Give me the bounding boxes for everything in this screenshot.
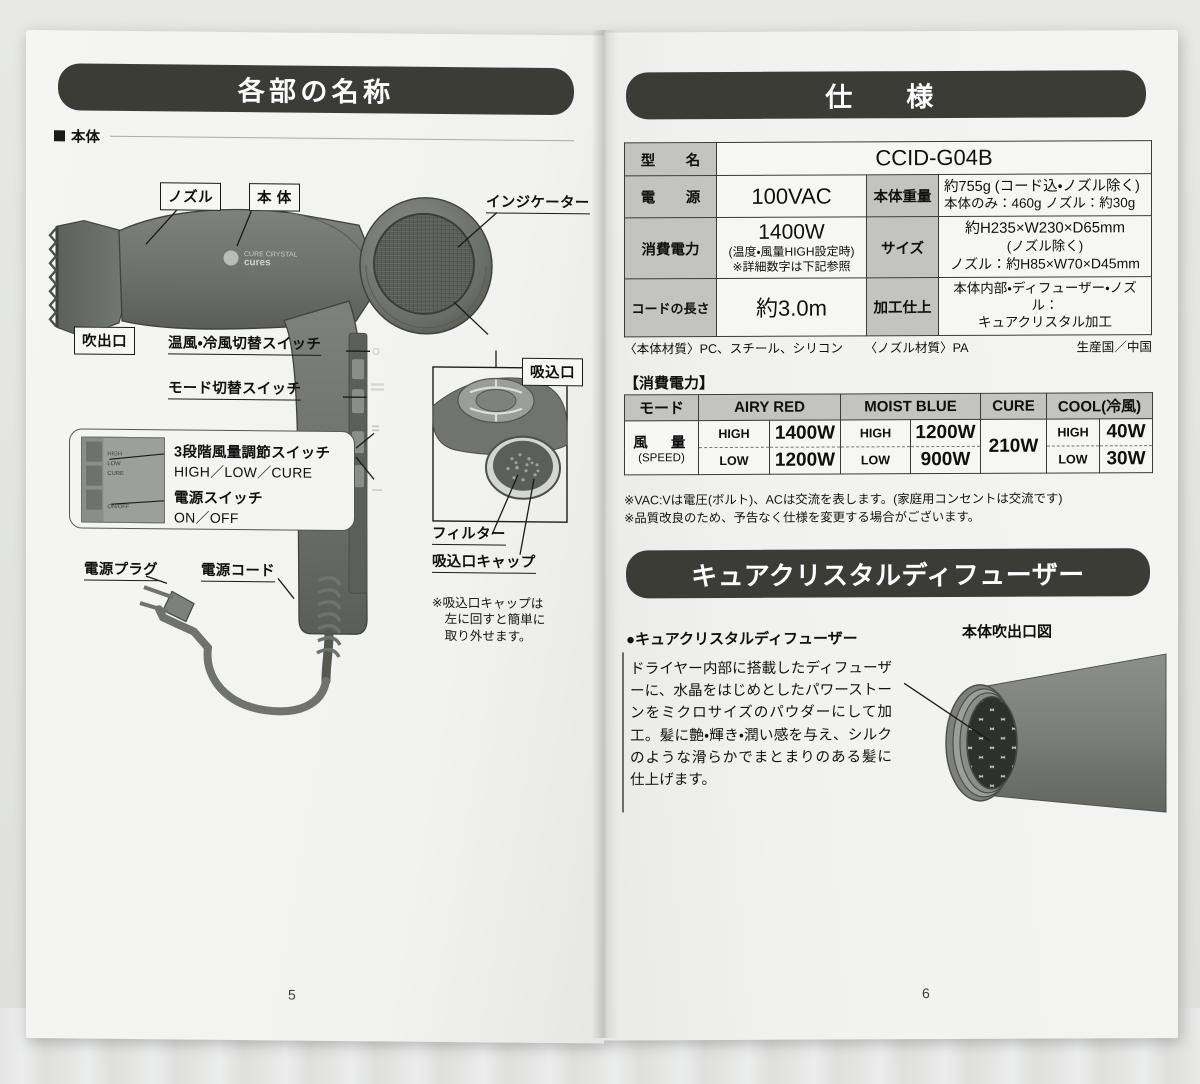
label-intake-cap: 吸込口キャップ	[432, 549, 536, 574]
svg-text:cures: cures	[244, 257, 271, 268]
spec-value-cord-length: 約3.0m	[716, 277, 867, 337]
label-indicator: インジケーター	[486, 190, 590, 215]
cool-low-value: 30W	[1099, 445, 1153, 473]
spec-label-consumption: 消費電力	[624, 217, 717, 279]
page-number-right: 6	[922, 985, 930, 1002]
booklet-spread: 各部の名称 本体	[26, 30, 1178, 1044]
svg-text:LOW: LOW	[107, 461, 121, 467]
hair-dryer-illustration: CURE CRYSTAL cures	[48, 196, 568, 716]
table-row: コードの長さ 約3.0m 加工仕上 本体内部・ディフューザー・ノズル： キュアク…	[624, 276, 1152, 337]
airy-red-low-value: 1200W	[769, 446, 841, 475]
cool-low-label: LOW	[1046, 445, 1100, 474]
spec-footnotes: ※VAC:Vは電圧(ボルト)、ACは交流を表します。(家庭用コンセントは交流です…	[624, 491, 1063, 526]
power-consumption-table: モード AIRY RED MOIST BLUE CURE COOL(冷風) 風 …	[624, 392, 1153, 475]
diffuser-side-rule	[622, 652, 624, 813]
cure-value: 210W	[980, 419, 1047, 474]
svg-text:CURE CRYSTAL: CURE CRYSTAL	[244, 251, 298, 259]
spec-value-finish: 本体内部・ディフューザー・ノズル： キュアクリスタル加工	[938, 276, 1152, 336]
spec-value-size: 約H235×W230×D65mm (ノズル除く) ノズル：約H85×W70×D4…	[938, 215, 1152, 278]
power-header-cool: COOL(冷風)	[1046, 392, 1153, 420]
page-right: 仕 様 型 名 CCID-G04B 電 源 100VAC 本体重量 約755g …	[604, 30, 1178, 1041]
switch-detail-box: HIGH LOW CURE ON/OFF	[69, 428, 355, 532]
power-header-mode: モード	[624, 394, 699, 421]
table-row: LOW 1200W LOW 900W LOW 30W	[625, 445, 1153, 475]
moist-blue-high-value: 1200W	[910, 419, 981, 447]
spec-banner-title: 仕 様	[825, 82, 947, 113]
spec-value-model: CCID-G04B	[716, 140, 1152, 176]
cool-high-label: HIGH	[1046, 418, 1100, 447]
label-mode-switch: モード切替スイッチ	[168, 376, 302, 401]
power-header-airy-red: AIRY RED	[698, 393, 841, 421]
power-header-moist-blue: MOIST BLUE	[840, 393, 981, 420]
spec-value-weight: 約755g (コード込・ノズル除く) 本体のみ：460g ノズル：約30g	[938, 173, 1152, 217]
label-speed-switch-options: HIGH／LOW／CURE	[174, 463, 313, 481]
page-number-left: 5	[288, 986, 296, 1003]
table-row: 型 名 CCID-G04B	[624, 140, 1152, 176]
power-header-cure: CURE	[980, 393, 1047, 420]
label-power-plug: 電源プラグ	[84, 557, 158, 582]
right-page-banner: 仕 様	[626, 70, 1146, 120]
moist-blue-low-value: 900W	[910, 446, 981, 474]
table-row: 消費電力 1400W (温度・風量HIGH設定時) ※詳細数字は下記参照 サイズ…	[624, 215, 1152, 279]
diffuser-body-text: ドライヤー内部に搭載したディフューザーに、水晶をはじめとしたパワーストーンをミク…	[630, 660, 892, 789]
label-speed-switch: 3段階風量調節スイッチ	[174, 444, 331, 462]
power-label-speed: 風 量 (SPEED)	[624, 420, 699, 475]
moist-blue-low-label: LOW	[840, 446, 911, 474]
table-row: モード AIRY RED MOIST BLUE CURE COOL(冷風)	[624, 392, 1153, 421]
label-power-switch: 電源スイッチ	[174, 490, 263, 508]
svg-text:CURE: CURE	[107, 471, 124, 477]
power-consumption-heading: 【消費電力】	[624, 375, 715, 393]
label-power-switch-options: ON／OFF	[174, 509, 239, 527]
spec-label-weight: 本体重量	[866, 174, 939, 217]
spec-label-finish: 加工仕上	[866, 277, 939, 336]
spec-label-cord-length: コードの長さ	[624, 278, 717, 337]
label-intake: 吸込口	[522, 357, 584, 387]
materials-row: 〈本体材質〉PC、スチール、シリコン 〈ノズル材質〉PA 生産国／中国	[624, 336, 1152, 357]
table-row: 風 量 (SPEED) HIGH 1400W HIGH 1200W 210W H…	[624, 418, 1153, 475]
spec-label-model: 型 名	[624, 142, 717, 176]
svg-text:ON/OFF: ON/OFF	[107, 504, 130, 510]
label-filter: フィルター	[432, 521, 506, 546]
outlet-diagram-caption: 本体吹出口図	[962, 623, 1053, 641]
moist-blue-high-label: HIGH	[840, 419, 911, 447]
switch-photo-thumb: HIGH LOW CURE ON/OFF	[81, 436, 165, 524]
cool-high-value: 40W	[1099, 418, 1153, 446]
spec-label-size: サイズ	[866, 216, 939, 278]
label-body: 本 体	[249, 183, 300, 212]
airy-red-high-label: HIGH	[698, 420, 770, 448]
specification-table: 型 名 CCID-G04B 電 源 100VAC 本体重量 約755g (コード…	[624, 140, 1152, 337]
label-nozzle: ノズル	[160, 182, 222, 211]
airy-red-low-label: LOW	[698, 447, 770, 475]
table-row: 電 源 100VAC 本体重量 約755g (コード込・ノズル除く) 本体のみ：…	[624, 173, 1152, 218]
diffuser-banner-title: キュアクリスタルディフューザー	[691, 558, 1085, 591]
diffuser-bullet-heading: ●キュアクリスタルディフューザー	[626, 630, 858, 649]
diffuser-banner: キュアクリスタルディフューザー	[626, 548, 1150, 599]
material-nozzle: 〈ノズル材質〉PA	[864, 340, 969, 356]
note-intake-cap: ※吸込口キャップは 左に回すと簡単に 取り外せます。	[432, 595, 546, 644]
spec-label-power-source: 電 源	[624, 175, 717, 218]
country-of-origin: 生産国／中国	[1076, 340, 1152, 355]
label-outlet: 吹出口	[74, 326, 136, 356]
material-body: 〈本体材質〉PC、スチール、シリコン	[624, 341, 843, 357]
spec-value-consumption: 1400W (温度・風量HIGH設定時) ※詳細数字は下記参照	[716, 216, 867, 279]
label-hot-cold-switch: 温風・冷風切替スイッチ	[168, 331, 322, 356]
spec-value-power-source: 100VAC	[716, 174, 867, 218]
airy-red-high-value: 1400W	[769, 419, 841, 448]
page-left: 各部の名称 本体	[26, 30, 604, 1044]
label-power-cord: 電源コード	[201, 558, 275, 583]
outlet-diffuser-illustration	[904, 653, 1167, 813]
svg-text:HIGH: HIGH	[107, 451, 122, 457]
